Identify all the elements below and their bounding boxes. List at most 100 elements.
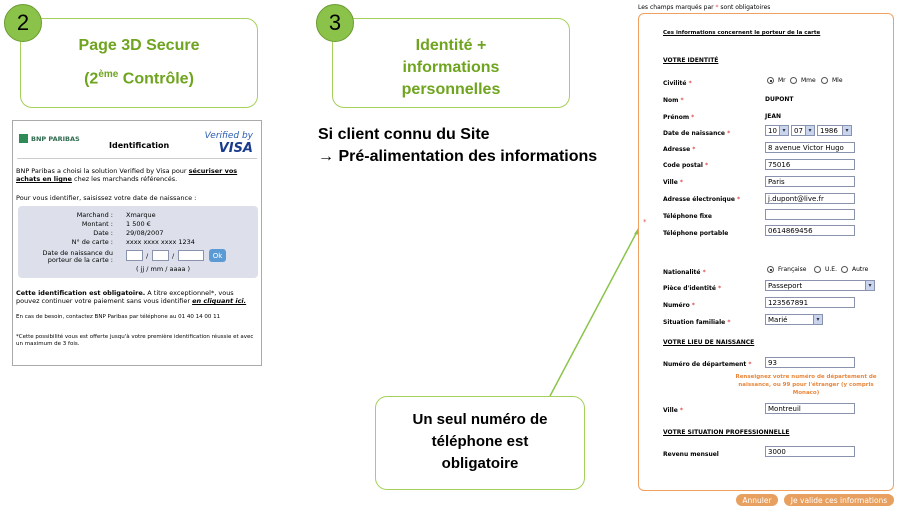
tel-port-label: Téléphone portable [663, 230, 729, 237]
center-text-line2: → Pré-alimentation des informations [318, 148, 598, 165]
merchant-value: Xmarque [126, 211, 156, 219]
ville-input[interactable]: Paris [765, 176, 855, 187]
numero-input[interactable]: 123567891 [765, 297, 855, 308]
adresse-label: Adresse * [663, 146, 696, 153]
nationalite-fr-radio[interactable] [767, 266, 774, 273]
card-value: xxxx xxxx xxxx 1234 [126, 238, 195, 246]
required-fields-note: Les champs marqués par * sont obligatoir… [638, 4, 771, 11]
ville-naiss-input[interactable]: Montreuil [765, 403, 855, 414]
dob-month-select[interactable]: 07▾ [791, 125, 815, 136]
mandatory-note: Cette identification est obligatoire. A … [16, 289, 247, 305]
validate-button[interactable]: Je valide ces informations [784, 494, 894, 506]
nom-value: DUPONT [765, 96, 794, 103]
tel-fixe-input[interactable] [765, 209, 855, 220]
civilite-mle-label: Mle [832, 77, 843, 84]
date-value: 29/08/2007 [126, 229, 164, 237]
tel-fixe-label: Téléphone fixe [663, 213, 712, 220]
cp-label: Code postal * [663, 162, 709, 169]
dob-year-select[interactable]: 1986▾ [817, 125, 852, 136]
merchant-label: Marchand : [76, 211, 113, 219]
bnp-separator [17, 158, 257, 159]
ok-button[interactable]: Ok [209, 249, 226, 262]
nationalite-label: Nationalité * [663, 269, 706, 276]
nationalite-ue-radio[interactable] [814, 266, 821, 273]
piece-select[interactable]: Passeport▾ [765, 280, 875, 291]
section-pro: VOTRE SITUATION PROFESSIONNELLE [663, 429, 790, 436]
revenu-input[interactable]: 3000 [765, 446, 855, 457]
ville-naiss-label: Ville * [663, 407, 684, 414]
sitfam-select[interactable]: Marié▾ [765, 314, 823, 325]
amount-label: Montant : [81, 220, 113, 228]
chevron-down-icon: ▾ [842, 126, 851, 135]
step2-subtitle: (2ème Contrôle) [84, 69, 194, 88]
center-text-line1: Si client connu du Site [318, 126, 490, 143]
dept-label: Numéro de département * [663, 361, 752, 368]
dept-hint: Renseignez votre numéro de département d… [735, 374, 877, 396]
ville-label: Ville * [663, 179, 684, 186]
civilite-mme-radio[interactable] [790, 77, 797, 84]
bnp-title: Identification [109, 141, 170, 150]
step3-line3: personnelles [401, 81, 501, 98]
civilite-mle-radio[interactable] [821, 77, 828, 84]
dept-input[interactable]: 93 [765, 357, 855, 368]
cancel-button[interactable]: Annuler [736, 494, 778, 506]
chevron-down-icon: ▾ [813, 315, 822, 324]
bnp-logo-icon [19, 134, 28, 143]
step2-box: Page 3D Secure (2ème Contrôle) [20, 18, 258, 108]
email-input[interactable]: j.dupont@live.fr [765, 193, 855, 204]
tel-port-input[interactable]: 0614869456 [765, 225, 855, 236]
bnp-3dsecure-panel: BNP PARIBAS Identification Verified by V… [12, 120, 262, 366]
sitfam-label: Situation familiale * [663, 319, 731, 326]
dob-day-select[interactable]: 10▾ [765, 125, 789, 136]
numero-label: Numéro * [663, 302, 695, 309]
dob-month-input[interactable] [152, 250, 169, 261]
contact-text: En cas de besoin, contactez BNP Paribas … [16, 314, 221, 320]
dob-label-2: porteur de la carte : [47, 256, 113, 264]
callout-box: Un seul numéro de téléphone est obligato… [375, 396, 585, 490]
bnp-logo: BNP PARIBAS [19, 134, 80, 143]
piece-label: Pièce d'identité * [663, 285, 722, 292]
step3-box: Identité + informations personnelles [332, 18, 570, 108]
step3-line1: Identité + [415, 37, 487, 54]
civilite-mme-label: Mme [801, 77, 816, 84]
amount-value: 1 500 € [126, 220, 151, 228]
identity-form: Ces informations concernent le porteur d… [638, 13, 894, 491]
step3-line2: informations [402, 59, 500, 76]
card-holder-link[interactable]: Ces informations concernent le porteur d… [663, 30, 821, 36]
chevron-down-icon: ▾ [805, 126, 814, 135]
callout-line1: Un seul numéro de [412, 411, 548, 428]
card-label: N° de carte : [71, 238, 113, 246]
dob-sep-2: / [172, 252, 175, 260]
section-identity: VOTRE IDENTITÉ [663, 57, 719, 64]
nationalite-autre-label: Autre [852, 266, 869, 273]
callout-line2: téléphone est [431, 433, 529, 450]
footnote-text: *Cette possibilité vous est offerte jusq… [16, 334, 254, 347]
cp-input[interactable]: 75016 [765, 159, 855, 170]
dob-label-1: Date de naissance du [42, 249, 113, 257]
prenom-label: Prénom * [663, 114, 695, 121]
civilite-mr-label: Mr [778, 77, 786, 84]
civilite-mr-radio[interactable] [767, 77, 774, 84]
chevron-down-icon: ▾ [779, 126, 788, 135]
phone-star: * [643, 218, 647, 226]
chevron-down-icon: ▾ [865, 281, 874, 290]
nationalite-autre-radio[interactable] [841, 266, 848, 273]
dob-label: Date de naissance * [663, 130, 731, 137]
dob-day-input[interactable] [126, 250, 143, 261]
verified-by-visa-logo: Verified by VISA [204, 131, 253, 156]
nom-label: Nom * [663, 97, 684, 104]
nationalite-ue-label: U.E. [825, 266, 837, 273]
skip-identification-link[interactable]: en cliquant ici. [192, 297, 247, 305]
dob-sep-1: / [146, 252, 149, 260]
section-birthplace: VOTRE LIEU DE NAISSANCE [663, 339, 755, 346]
step3-number-badge: 3 [316, 4, 354, 42]
bnp-intro: BNP Paribas a choisi la solution Verifie… [16, 167, 238, 183]
transaction-box: Marchand : Xmarque Montant : 1 500 € Dat… [18, 206, 258, 278]
revenu-label: Revenu mensuel [663, 451, 719, 458]
civilite-label: Civilité * [663, 80, 692, 87]
step2-title: Page 3D Secure [78, 37, 200, 54]
dob-year-input[interactable] [178, 250, 204, 261]
adresse-input[interactable]: 8 avenue Victor Hugo [765, 142, 855, 153]
dob-format-hint: ( jj / mm / aaaa ) [136, 265, 191, 273]
secure-link[interactable]: sécuriser vos achats en ligne [16, 167, 238, 183]
